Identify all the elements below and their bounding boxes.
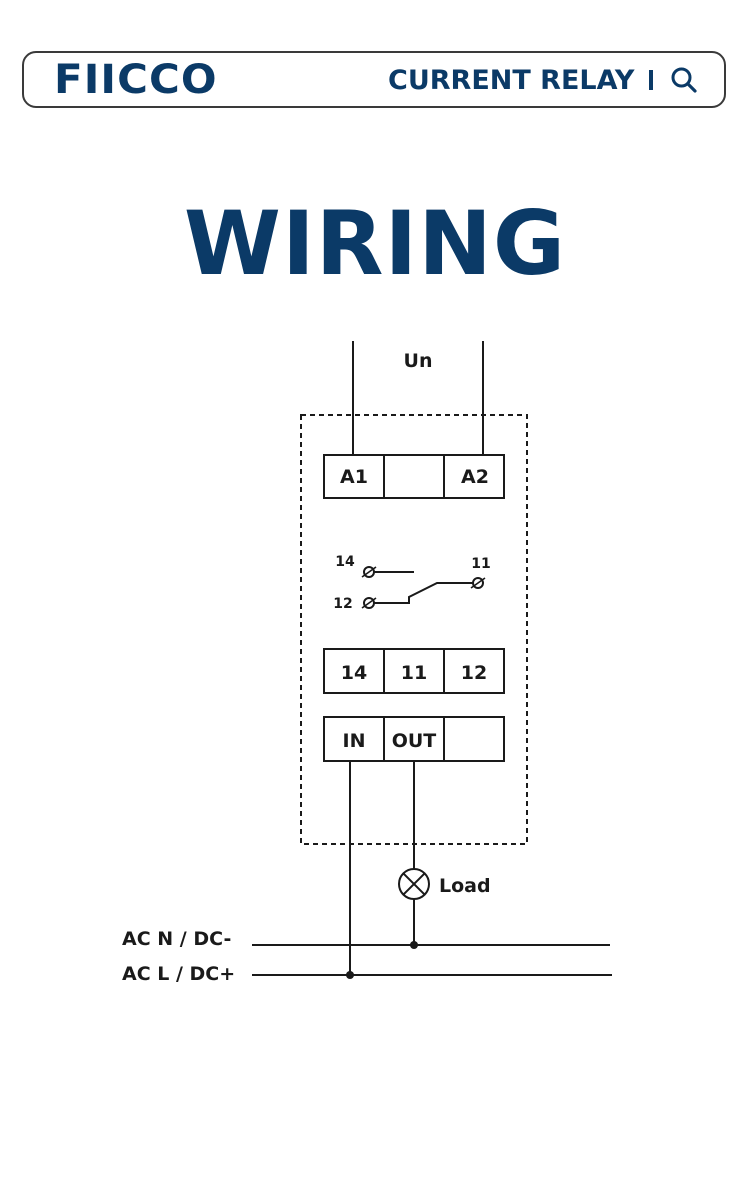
terminal-block-supply (323, 454, 505, 499)
neutral-line-label: AC N / DC- (122, 928, 231, 950)
contact-label-14: 14 (335, 554, 355, 570)
terminal-11: 11 (401, 662, 427, 684)
terminal-block-contacts (323, 648, 505, 694)
header-separator (649, 70, 653, 90)
load-label: Load (439, 875, 491, 897)
terminal-14: 14 (341, 662, 367, 684)
search-icon[interactable] (670, 66, 698, 94)
junction-in-live (346, 971, 354, 979)
terminal-a1: A1 (340, 466, 368, 488)
contact-switch-arm (369, 582, 478, 604)
live-line-label: AC L / DC+ (122, 963, 235, 985)
load-lamp-icon (398, 868, 430, 900)
product-category-title: CURRENT RELAY (388, 65, 635, 96)
supply-label: Un (404, 350, 433, 372)
brand-logo[interactable]: FIICCO (54, 57, 218, 103)
terminal-out: OUT (392, 730, 437, 752)
page-title: WIRING (183, 192, 567, 295)
header-bar: FIICCO CURRENT RELAY (22, 51, 726, 108)
contact-label-11: 11 (471, 556, 490, 572)
junction-out-neutral (410, 941, 418, 949)
terminal-a2: A2 (461, 466, 489, 488)
terminal-in: IN (343, 730, 366, 752)
contact-label-12: 12 (333, 596, 352, 612)
terminal-12: 12 (461, 662, 487, 684)
